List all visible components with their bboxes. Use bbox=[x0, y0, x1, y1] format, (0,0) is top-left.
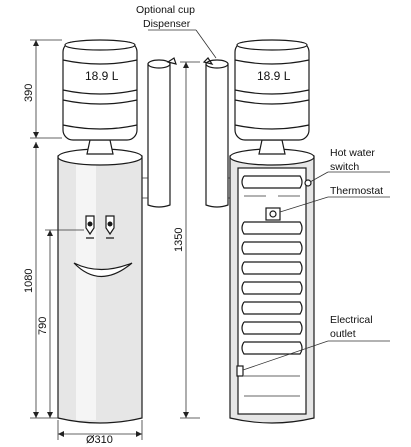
dim-total-height: 1080 bbox=[23, 269, 35, 293]
cup-dispenser-right bbox=[202, 57, 232, 208]
front-taps bbox=[85, 215, 115, 239]
rear-bottle: 18.9 L bbox=[234, 39, 310, 141]
cup-dispenser-label-line1: Optional cup bbox=[136, 4, 195, 16]
hot-water-switch bbox=[304, 179, 312, 187]
thermostat-label: Thermostat bbox=[330, 185, 383, 197]
hot-water-label-line2: switch bbox=[330, 161, 359, 173]
dim-bottle-height: 390 bbox=[23, 84, 35, 102]
hot-water-label-line1: Hot water bbox=[330, 147, 375, 159]
dim-diameter: Ø310 bbox=[86, 434, 113, 446]
rear-neck bbox=[258, 139, 286, 155]
dim-cup-dispenser-height: 1350 bbox=[173, 228, 185, 252]
right-callouts: Hot water switch Thermostat Electrical o… bbox=[242, 147, 390, 371]
rear-bottle-label: 18.9 L bbox=[257, 69, 291, 83]
electrical-outlet bbox=[236, 365, 244, 377]
cooling-coil bbox=[241, 175, 303, 397]
cup-dispenser-label-line2: Dispenser bbox=[143, 18, 191, 30]
cup-dispenser-left bbox=[142, 57, 177, 208]
thermostat bbox=[265, 207, 281, 221]
front-body bbox=[57, 150, 143, 424]
front-view-cooler: 18.9 L bbox=[57, 39, 143, 424]
front-neck bbox=[86, 139, 114, 155]
front-bottle-label: 18.9 L bbox=[85, 69, 119, 83]
dispenser-dimension: 1350 bbox=[173, 61, 200, 419]
rear-panel bbox=[237, 167, 307, 415]
cup-dispenser-callout: Optional cup Dispenser bbox=[136, 4, 217, 59]
outlet-label-line1: Electrical bbox=[330, 314, 373, 326]
rear-view-cooler: 18.9 L bbox=[229, 39, 315, 424]
left-dimension-lines: 390 1080 790 Ø310 bbox=[23, 39, 143, 446]
drip-tray bbox=[73, 262, 133, 277]
front-bottle: 18.9 L bbox=[62, 39, 138, 141]
outlet-label-line2: outlet bbox=[330, 328, 356, 340]
front-body-highlight bbox=[76, 158, 96, 420]
dim-tap-height: 790 bbox=[37, 317, 49, 335]
